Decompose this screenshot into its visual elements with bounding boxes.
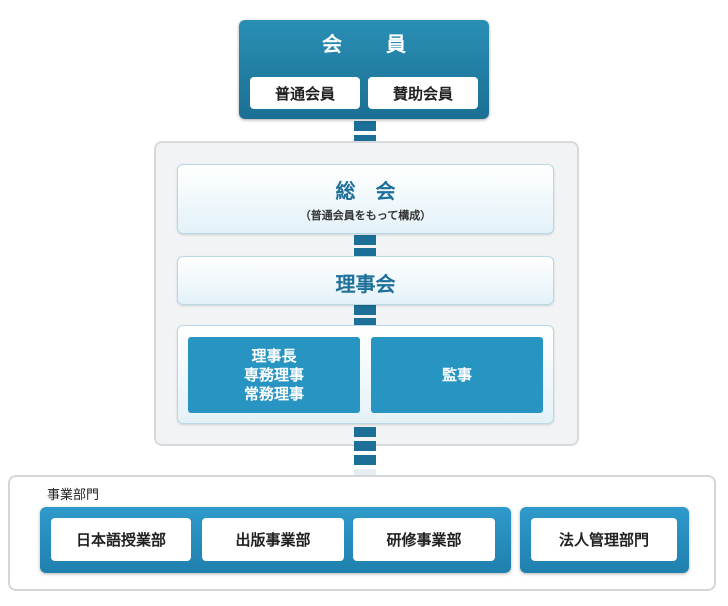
corporate-management-unit: 法人管理部門 bbox=[531, 518, 677, 561]
connector-segment bbox=[354, 248, 376, 258]
member-box: 会 員 普通会員 賛助会員 bbox=[239, 20, 489, 119]
supporting-member-label: 賛助会員 bbox=[368, 77, 478, 109]
board-box: 理事会 bbox=[177, 256, 554, 305]
corporate-management-group: 法人管理部門 bbox=[520, 507, 689, 573]
general-assembly-box: 総 会 （普通会員をもって構成） bbox=[177, 164, 554, 234]
connector-segment bbox=[354, 318, 376, 328]
connector-segment bbox=[354, 469, 376, 479]
business-unit-publishing: 出版事業部 bbox=[202, 518, 344, 561]
connector-segment bbox=[354, 305, 376, 315]
connector-segment bbox=[354, 455, 376, 465]
connector-segment bbox=[354, 441, 376, 451]
business-units-group: 日本語授業部 出版事業部 研修事業部 bbox=[40, 507, 511, 573]
chair-directors-box: 理事長 専務理事 常務理事 bbox=[188, 337, 360, 413]
connector-segment bbox=[354, 121, 376, 131]
business-unit-training: 研修事業部 bbox=[353, 518, 495, 561]
auditor-box: 監事 bbox=[371, 337, 543, 413]
chair-line-3: 常務理事 bbox=[243, 384, 304, 403]
chair-line-1: 理事長 bbox=[251, 346, 297, 365]
officers-box: 理事長 専務理事 常務理事 監事 bbox=[177, 325, 554, 424]
general-assembly-note: （普通会員をもって構成） bbox=[299, 209, 432, 222]
general-assembly-title: 総 会 bbox=[335, 179, 396, 203]
member-title: 会 員 bbox=[322, 32, 418, 56]
connector-segment bbox=[354, 235, 376, 245]
regular-member-label: 普通会員 bbox=[250, 77, 360, 109]
connector-segment bbox=[354, 135, 376, 145]
chair-line-2: 専務理事 bbox=[243, 365, 304, 384]
business-label: 事業部門 bbox=[47, 488, 100, 503]
business-unit-japanese-classes: 日本語授業部 bbox=[51, 518, 191, 561]
board-title: 理事会 bbox=[335, 272, 396, 296]
connector-segment bbox=[354, 427, 376, 437]
